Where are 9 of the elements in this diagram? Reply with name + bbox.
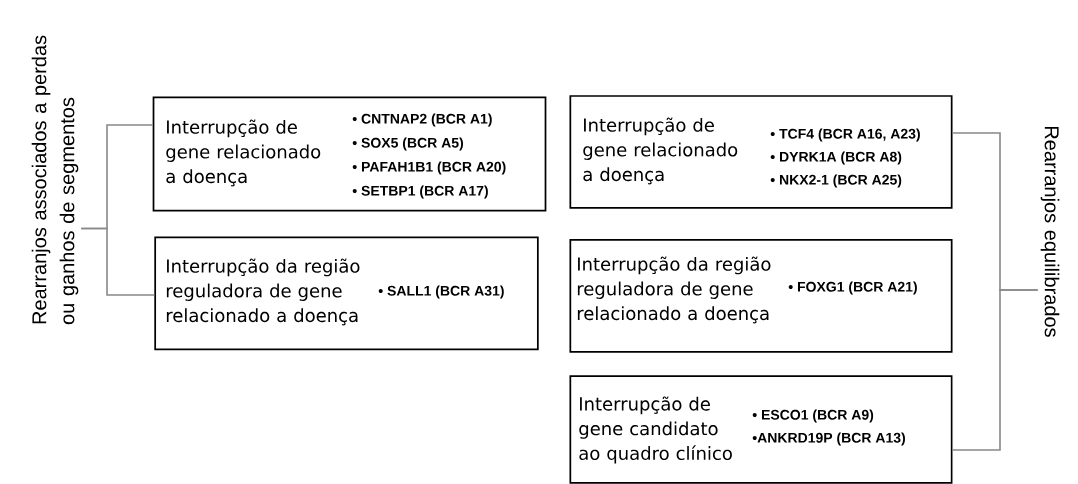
connector-line <box>951 289 1039 451</box>
rotated-label: Rearranjos equilibrados <box>1040 126 1060 337</box>
connector-line <box>80 227 156 296</box>
category-box: Interrupção da região reguladora de gene relacionado a doença • SALL1 (BCR A31) <box>154 236 539 351</box>
category-box: Interrupção de gene candidato ao quadro clínico • ESCO1 (BCR A9) •ANKRD19P (BCR A13) <box>569 375 953 484</box>
category-box: Interrupção de gene relacionado a doença • TCF4 (BCR A16, A23) • DYRK1A (BCR A8) • NKX2-1 (BCR A25) <box>569 95 953 209</box>
category-box: Interrupção da região reguladora de gene relacionado a doença • FOXG1 (BCR A21) <box>569 239 953 353</box>
category-box: Interrupção de gene relacionado a doença • CNTNAP2 (BCR A1) • SOX5 (BCR A5) • PAFAH1B1 (BCR A20) • SETBP1 (BCR A17) <box>152 96 547 212</box>
rotated-label: Rearranjos associados a perdas ou ganhos de segmentos <box>31 35 79 325</box>
